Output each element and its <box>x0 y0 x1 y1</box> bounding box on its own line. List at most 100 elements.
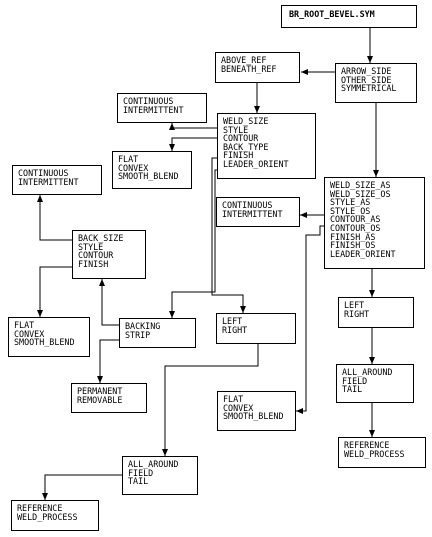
connector-line <box>171 169 217 318</box>
node-text-line: FIELD <box>128 467 154 478</box>
arrowhead <box>169 123 175 130</box>
node-text-line: CONVEX <box>118 162 149 173</box>
arrowhead <box>99 279 105 286</box>
connector-line <box>171 137 217 151</box>
node-text-line: FINISH_OS <box>330 240 376 251</box>
node-text-line: FIELD <box>342 375 368 386</box>
node-text-line: INTERMITTENT <box>123 104 184 115</box>
node-text-line: STYLE <box>223 124 249 135</box>
connector-line <box>99 339 119 383</box>
arrowhead <box>367 56 373 63</box>
node-text-line: RIGHT <box>222 324 248 335</box>
node-text-line: CONTINUOUS <box>222 200 273 210</box>
arrowhead <box>296 408 303 414</box>
node-text-line: STRIP <box>125 329 151 340</box>
node-text-line: CONTOUR <box>223 133 259 144</box>
connector-line <box>39 195 72 241</box>
node-text-line: BENEATH_REF <box>221 63 277 74</box>
connector-line <box>296 225 324 412</box>
node-text-line: CONTOUR <box>78 250 114 261</box>
arrowhead <box>169 144 175 151</box>
node-text-line: SMOOTH_BLEND <box>118 171 179 182</box>
arrowhead <box>240 306 246 313</box>
node-text-line: CONVEX <box>14 328 45 339</box>
node-text-line: ALL_AROUND <box>342 367 393 377</box>
node-text-line: PERMANENT <box>77 386 123 396</box>
node-text-line: CONTINUOUS <box>123 96 174 106</box>
node-text-line: RIGHT <box>344 308 370 319</box>
connector-line <box>171 123 217 129</box>
node-text-line: SYMMETRICAL <box>341 83 397 94</box>
arrowhead <box>37 195 43 202</box>
node-text-line: CONTOUR_AS <box>330 214 381 225</box>
node-text-line: FINISH <box>223 150 254 161</box>
node-text-line: CONTOUR_OS <box>330 222 381 233</box>
node-text-line: SMOOTH_BLEND <box>223 411 284 422</box>
node-text-line: WELD_SIZE_OS <box>330 188 391 199</box>
node-text-line: FINISH_AS <box>330 231 376 242</box>
connector-line <box>44 474 122 500</box>
arrowhead <box>162 449 168 456</box>
node-text-line: LEADER_ORIENT <box>223 158 289 169</box>
arrowhead <box>300 212 307 218</box>
node-text-line: ABOVE_REF <box>221 55 267 65</box>
node-text-line: REMOVABLE <box>77 394 123 405</box>
node-text-line: TAIL <box>342 384 363 395</box>
connector-line <box>211 157 244 313</box>
node-text-line: CONVEX <box>223 402 254 413</box>
arrowhead <box>97 376 103 383</box>
node-text-line: ARROW_SIDE <box>341 66 392 76</box>
arrowhead <box>373 170 379 177</box>
node-text-line: ALL_AROUND <box>128 459 179 469</box>
node-text-line: LEFT <box>344 300 365 310</box>
node-text-line: BR_ROOT_BEVEL.SYM <box>289 9 375 19</box>
node-text-line: FLAT <box>14 320 35 330</box>
node-text-line: FLAT <box>118 154 139 164</box>
node-text-line: BACK_TYPE <box>223 141 269 152</box>
node-text-line: WELD_PROCESS <box>17 511 78 522</box>
node-text-line: WELD_SIZE <box>223 116 269 126</box>
node-text-line: BACK_SIZE <box>78 233 124 243</box>
node-text-line: STYLE <box>78 241 104 252</box>
node-text-line: LEFT <box>222 316 243 326</box>
node-text-line: CONTINUOUS <box>18 168 69 178</box>
node-text-line: SMOOTH_BLEND <box>14 337 75 348</box>
node-text-line: WELD_SIZE_AS <box>330 180 391 190</box>
node-text-line: STYLE_OS <box>330 205 371 216</box>
arrowhead <box>169 311 175 318</box>
node-text-line: OTHER_SIDE <box>341 74 392 85</box>
node-text-line: INTERMITTENT <box>18 176 79 187</box>
node-text-line: BACKING <box>125 321 161 331</box>
arrowhead <box>369 290 375 297</box>
node-text-line: REFERENCE <box>344 440 390 450</box>
arrowhead <box>254 106 260 113</box>
connector-line <box>39 266 72 317</box>
node-text-line: FINISH <box>78 258 109 269</box>
node-text-line: REFERENCE <box>17 503 63 513</box>
node-text-line: INTERMITTENT <box>222 208 283 219</box>
arrowhead <box>369 430 375 437</box>
node-br-root: BR_ROOT_BEVEL.SYM <box>281 5 417 28</box>
arrowhead <box>37 310 43 317</box>
arrowhead <box>301 69 308 75</box>
arrowhead <box>369 357 375 364</box>
node-text-line: LEADER_ORIENT <box>330 248 396 259</box>
arrowhead <box>42 493 48 500</box>
